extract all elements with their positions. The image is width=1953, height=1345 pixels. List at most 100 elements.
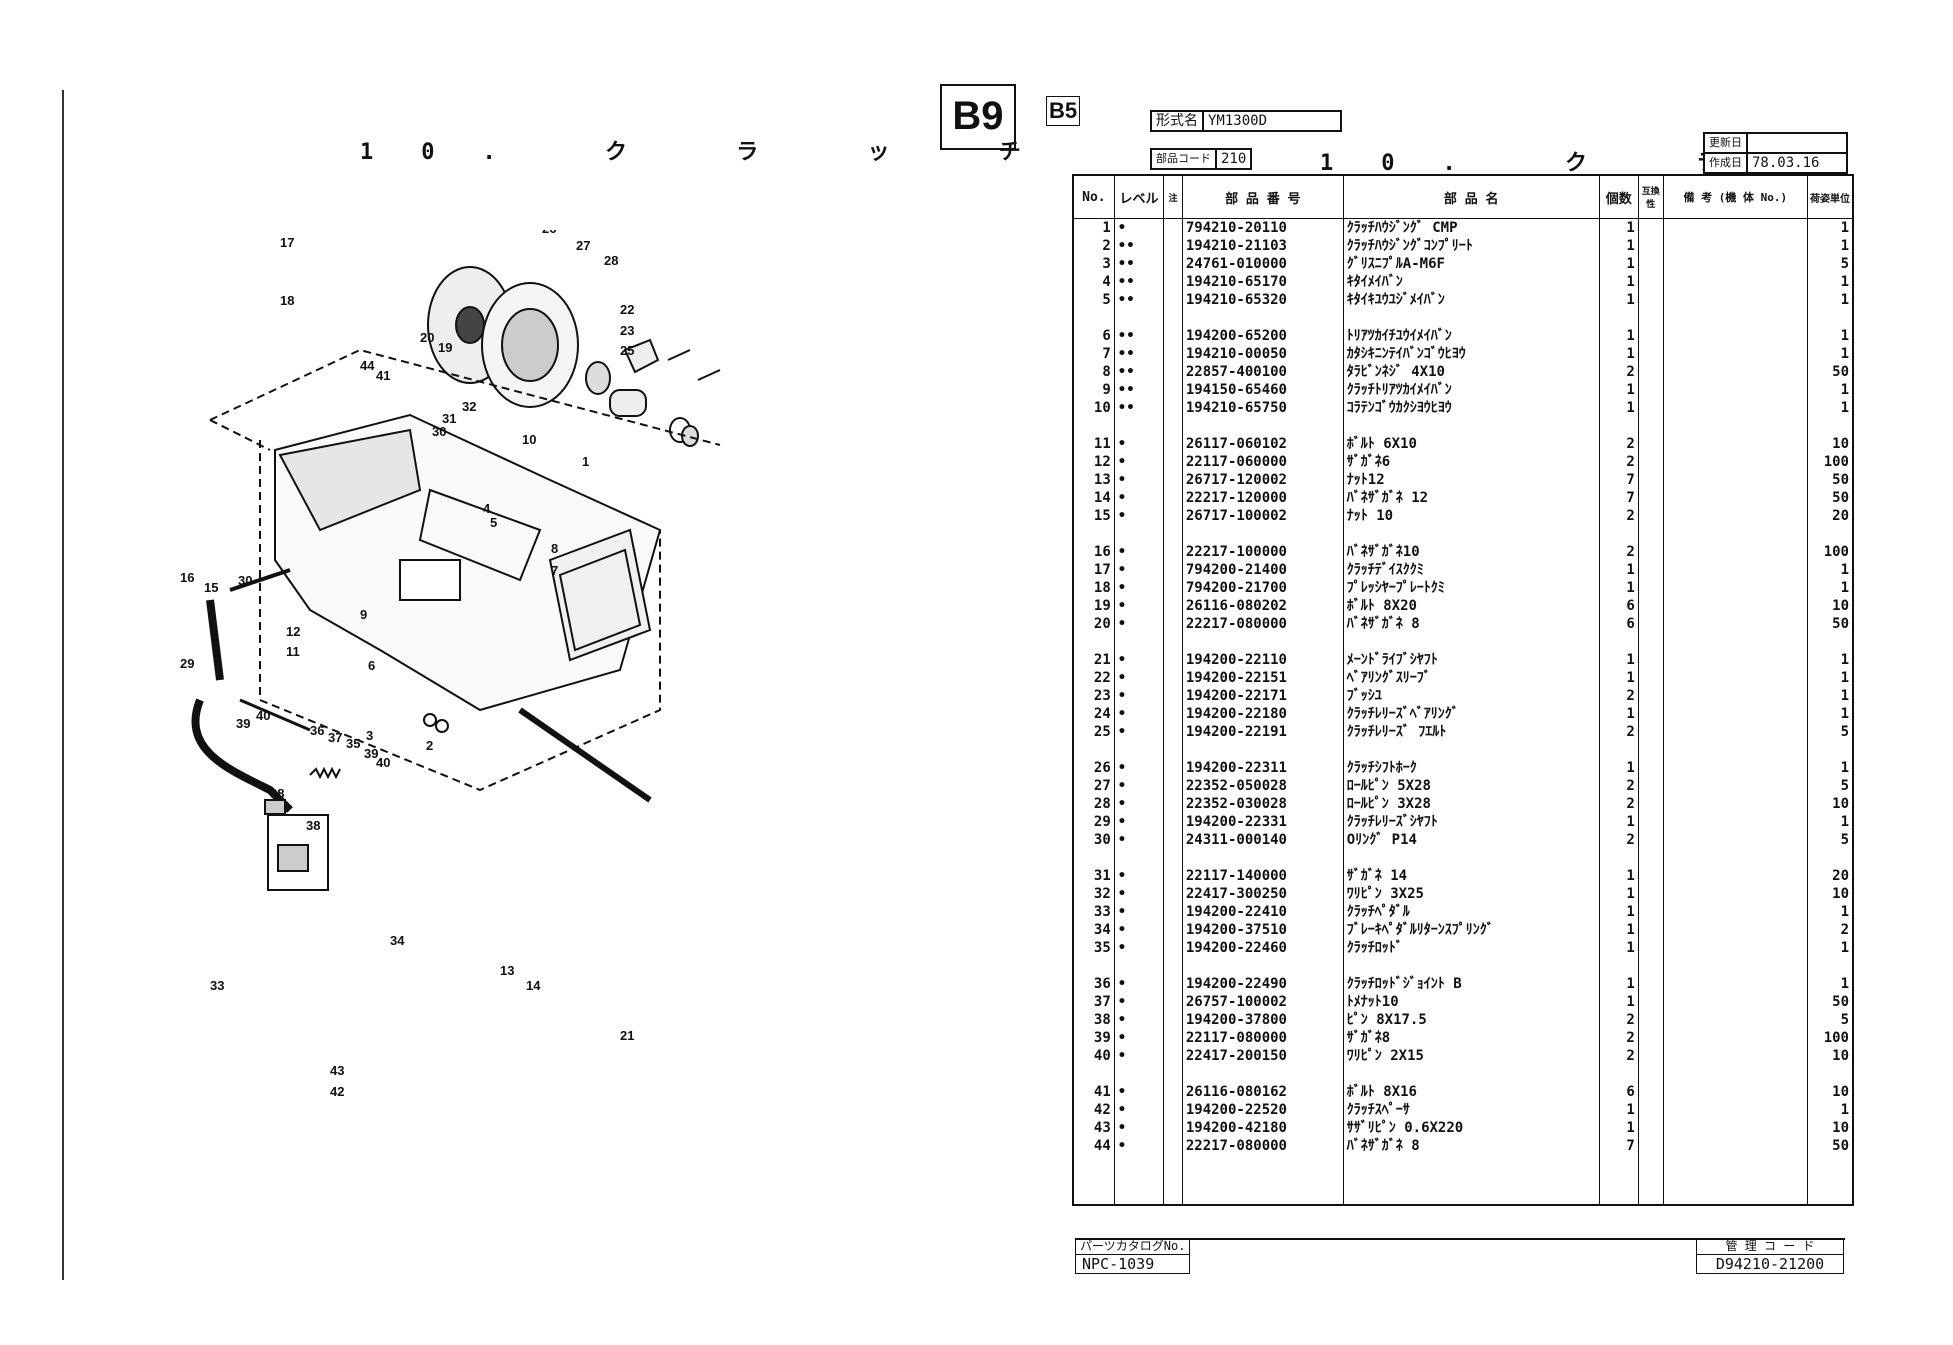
spacer-row xyxy=(1072,417,1854,435)
row-interchange xyxy=(1637,435,1664,453)
row-remarks xyxy=(1662,831,1809,849)
row-remarks xyxy=(1662,471,1809,489)
spacer-cell xyxy=(1637,633,1664,651)
spacer-cell xyxy=(1181,957,1344,975)
row-remarks xyxy=(1662,759,1809,777)
row-part-number: 194200-22331 xyxy=(1181,813,1344,831)
row-level: • xyxy=(1113,471,1165,489)
row-note xyxy=(1163,615,1183,633)
row-remarks xyxy=(1662,777,1809,795)
spacer-cell xyxy=(1163,741,1183,759)
row-note xyxy=(1163,795,1183,813)
row-part-number: 26116-080202 xyxy=(1181,597,1344,615)
row-part-name: ﾜﾘﾋﾟﾝ 3X25 xyxy=(1342,885,1600,903)
row-part-number: 194200-37800 xyxy=(1181,1011,1344,1029)
row-no: 17 xyxy=(1072,561,1115,579)
row-qty: 2 xyxy=(1598,687,1639,705)
callout-label: 34 xyxy=(390,933,405,948)
spacer-cell xyxy=(1342,849,1600,867)
row-part-name: ｸﾗｯﾁﾚﾘｰｽﾞﾍﾞｱﾘﾝｸﾞ xyxy=(1342,705,1600,723)
spacer-cell xyxy=(1662,741,1809,759)
row-level: • xyxy=(1113,885,1165,903)
row-interchange xyxy=(1637,723,1664,741)
date-block: 更新日 作成日 78.03.16 xyxy=(1703,132,1848,174)
spacer-cell xyxy=(1181,1065,1344,1083)
row-part-number: 194200-65200 xyxy=(1181,327,1344,345)
spacer-cell xyxy=(1662,309,1809,327)
row-level: • xyxy=(1113,813,1165,831)
row-interchange xyxy=(1637,273,1664,291)
spacer-row xyxy=(1072,633,1854,651)
spacer-cell xyxy=(1807,633,1854,651)
row-pack: 10 xyxy=(1807,1119,1854,1137)
row-level: • xyxy=(1113,1137,1165,1155)
row-level: • xyxy=(1113,705,1165,723)
callout-label: 30 xyxy=(238,573,252,588)
row-part-name: ｸﾗｯﾁﾛｯﾄﾞｼﾞｮｲﾝﾄ B xyxy=(1342,975,1600,993)
row-interchange xyxy=(1637,471,1664,489)
row-remarks xyxy=(1662,1083,1809,1101)
row-no: 12 xyxy=(1072,453,1115,471)
row-qty: 1 xyxy=(1598,939,1639,957)
spacer-cell xyxy=(1598,633,1639,651)
row-interchange xyxy=(1637,993,1664,1011)
callout-label: 38 xyxy=(270,786,284,801)
callout-label: 3 xyxy=(366,728,373,743)
row-part-number: 194210-00050 xyxy=(1181,345,1344,363)
spacer-cell xyxy=(1181,741,1344,759)
spacer-cell xyxy=(1662,1065,1809,1083)
row-interchange xyxy=(1637,1029,1664,1047)
row-part-name: ｸﾗｯﾁﾃﾞｲｽｸｸﾐ xyxy=(1342,561,1600,579)
callout-label: 19 xyxy=(438,340,452,355)
row-pack: 1 xyxy=(1807,759,1854,777)
spacer-row xyxy=(1072,849,1854,867)
row-remarks xyxy=(1662,1047,1809,1065)
row-part-name: ｸﾗｯﾁﾚﾘｰｽﾞ ﾌｴﾙﾄ xyxy=(1342,723,1600,741)
row-pack: 10 xyxy=(1807,597,1854,615)
row-qty: 7 xyxy=(1598,489,1639,507)
callout-label: 44 xyxy=(360,358,375,373)
row-level: • xyxy=(1113,561,1165,579)
row-no: 23 xyxy=(1072,687,1115,705)
row-note xyxy=(1163,291,1183,309)
row-no: 21 xyxy=(1072,651,1115,669)
row-note xyxy=(1163,1137,1183,1155)
row-part-name: ﾊﾞﾈｻﾞｶﾞﾈ 8 xyxy=(1342,615,1600,633)
row-qty: 2 xyxy=(1598,723,1639,741)
spacer-cell xyxy=(1807,957,1854,975)
row-level: • xyxy=(1113,651,1165,669)
row-level: • xyxy=(1113,903,1165,921)
spacer-cell xyxy=(1181,849,1344,867)
row-level: • xyxy=(1113,975,1165,993)
row-qty: 1 xyxy=(1598,975,1639,993)
spacer-cell xyxy=(1637,957,1664,975)
row-note xyxy=(1163,885,1183,903)
row-interchange xyxy=(1637,651,1664,669)
row-no: 16 xyxy=(1072,543,1115,561)
row-part-number: 26116-080162 xyxy=(1181,1083,1344,1101)
callout-label: 4 xyxy=(483,501,491,516)
spacer-cell xyxy=(1637,1065,1664,1083)
row-note xyxy=(1163,669,1183,687)
row-qty: 2 xyxy=(1598,777,1639,795)
callout-label: 10 xyxy=(522,432,536,447)
row-remarks xyxy=(1662,669,1809,687)
row-part-number: 794200-21400 xyxy=(1181,561,1344,579)
row-part-number: 194150-65460 xyxy=(1181,381,1344,399)
row-part-number: 22417-300250 xyxy=(1181,885,1344,903)
spacer-cell xyxy=(1163,1065,1183,1083)
row-qty: 2 xyxy=(1598,507,1639,525)
row-no: 5 xyxy=(1072,291,1115,309)
spacer-cell xyxy=(1113,309,1165,327)
filler-cell xyxy=(1072,1155,1115,1205)
row-part-name: ﾛｰﾙﾋﾟﾝ 3X28 xyxy=(1342,795,1600,813)
spacer-cell xyxy=(1342,957,1600,975)
row-interchange xyxy=(1637,561,1664,579)
row-note xyxy=(1163,939,1183,957)
spacer-cell xyxy=(1113,417,1165,435)
row-no: 4 xyxy=(1072,273,1115,291)
parts-table: No. レベル 注 部 品 番 号 部 品 名 個数 互換性 備 考 (機 体 … xyxy=(1072,174,1854,1206)
